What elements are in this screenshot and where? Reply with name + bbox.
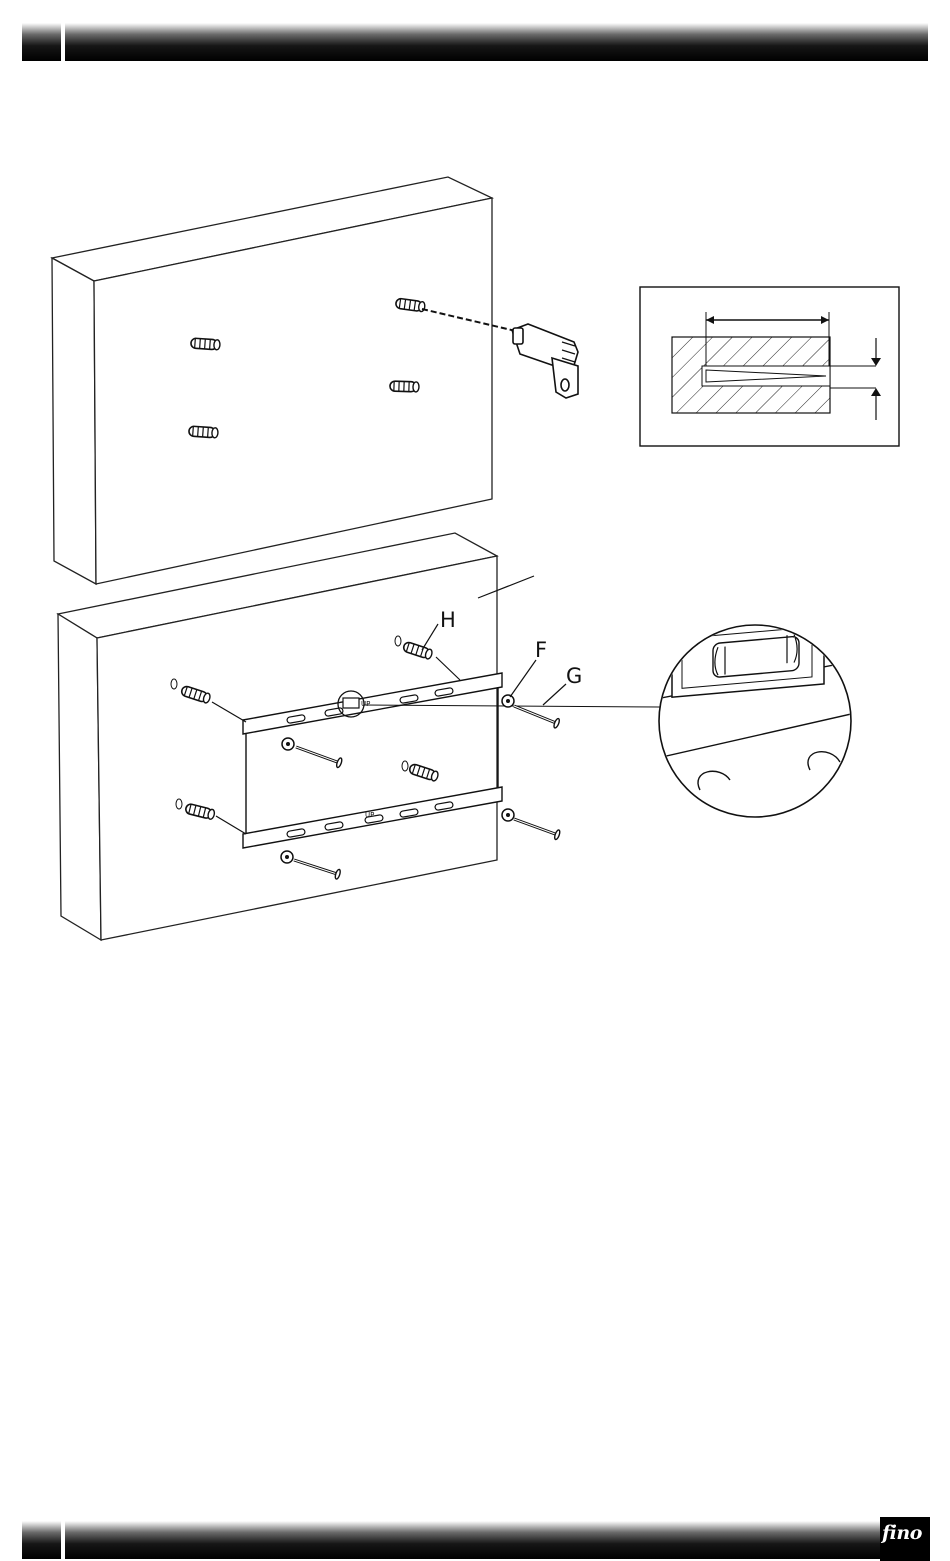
bracket-up-mark-top: UP: [361, 700, 370, 708]
label-g: G: [566, 664, 582, 688]
label-f-leader: [510, 660, 536, 697]
bubble-level-detail: [640, 616, 860, 817]
label-f: F: [535, 638, 547, 662]
label-h: H: [440, 608, 456, 632]
label-g-leader: [543, 684, 566, 705]
wall-block-top: [52, 177, 492, 584]
drill-icon: [512, 324, 578, 398]
drill-depth-detail: [640, 287, 899, 446]
bubble-level-icon: [343, 698, 359, 708]
wall-block-bottom: [58, 533, 497, 940]
bracket-up-mark-bottom: UP: [365, 811, 374, 819]
